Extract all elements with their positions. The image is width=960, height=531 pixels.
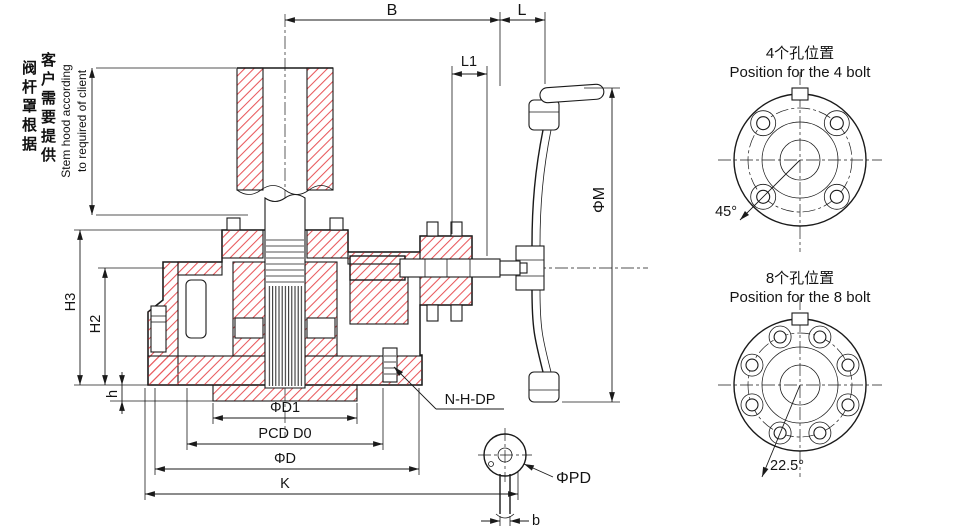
neck-flange-bolts (226, 217, 344, 231)
flange4-title-en: Position for the 4 bolt (730, 64, 872, 81)
note-stem-hood-chinese-col2: 客户需要提供 (39, 52, 56, 166)
flange4-angle-label: 45° (715, 204, 737, 220)
dim-label-L1: L1 (461, 54, 477, 70)
dim-phi-D: ΦD (154, 388, 420, 475)
dim-label-phi-PD: ΦPD (556, 470, 591, 487)
dim-label-PCD-D0: PCD D0 (258, 426, 311, 442)
bolt-hole (813, 330, 827, 344)
dim-label-L: L (518, 2, 527, 19)
handwheel (499, 83, 605, 403)
dim-label-phi-D1: ΦD1 (270, 400, 300, 416)
bolt-hole (841, 358, 855, 372)
dim-PCD-D0: PCD D0 (186, 388, 384, 450)
stem-thread-lines (266, 239, 304, 283)
bolt-hole (841, 398, 855, 412)
handwheel-grip (539, 83, 605, 104)
flange4-title-cn: 4个孔位置 (766, 45, 834, 62)
bolt-hole (829, 116, 844, 131)
note-stem-hood-english-line2: to required of client (74, 69, 89, 173)
dim-H2: H2 (88, 267, 165, 385)
dim-label-n-h-dp: N-H-DP (445, 392, 496, 408)
bearing-flange-bolts (426, 221, 463, 322)
stem-hood-extent-bracket (89, 67, 248, 216)
stem-hood (236, 67, 334, 195)
base-flange-bolt (382, 347, 398, 383)
dim-H3: H3 (63, 229, 224, 386)
dim-label-h: h (105, 390, 121, 398)
note-stem-hood-chinese-col1: 阀杆罩根据 (20, 60, 37, 155)
handwheel-rim-bottom (528, 371, 560, 403)
bolt-hole (745, 358, 759, 372)
hood-break-line (236, 185, 334, 195)
bolt-hole (813, 426, 827, 440)
dim-label-b: b (532, 513, 540, 529)
gearbox-housing (147, 217, 473, 402)
dim-phi-M: ΦM (562, 87, 620, 403)
flange8-title-cn: 8个孔位置 (766, 270, 834, 287)
flange8-title-en: Position for the 8 bolt (730, 289, 872, 306)
bolt-hole (756, 116, 771, 131)
bolt-hole (773, 330, 787, 344)
left-mounting-bolt (150, 305, 167, 353)
dim-label-phi-D: ΦD (274, 451, 296, 467)
bolt-hole (829, 189, 844, 204)
callout-n-h-dp: N-H-DP (393, 366, 504, 410)
flange-view-8-bolt: 8个孔位置 Position for the 8 bolt (718, 270, 882, 478)
dim-phi-D1: ΦD1 (212, 400, 358, 424)
dim-B-L: B L (285, 2, 546, 86)
input-shaft-assembly (349, 221, 501, 322)
note-stem-hood-english: Stem hood according to required of clien… (59, 35, 93, 207)
dim-h: h (105, 372, 215, 414)
dim-label-phi-M: ΦM (591, 187, 608, 213)
dim-label-B: B (387, 2, 398, 19)
valve-stem (264, 193, 306, 389)
grip-detail-view: ΦPD b (478, 428, 591, 529)
handwheel-rim-top (528, 99, 560, 131)
dim-K: K (144, 388, 519, 500)
dim-label-H3: H3 (63, 293, 79, 312)
dim-L1: L1 (451, 54, 488, 256)
shaft-end-square (499, 260, 521, 276)
note-stem-hood-english-line1: Stem hood according (59, 64, 73, 178)
dim-label-H2: H2 (88, 315, 104, 334)
flange-view-4-bolt: 4个孔位置 Position for the 4 bolt 45° (715, 45, 882, 252)
dim-label-K: K (280, 476, 290, 492)
flange8-angle-label: 22.5° (770, 458, 804, 474)
bolt-hole (745, 398, 759, 412)
